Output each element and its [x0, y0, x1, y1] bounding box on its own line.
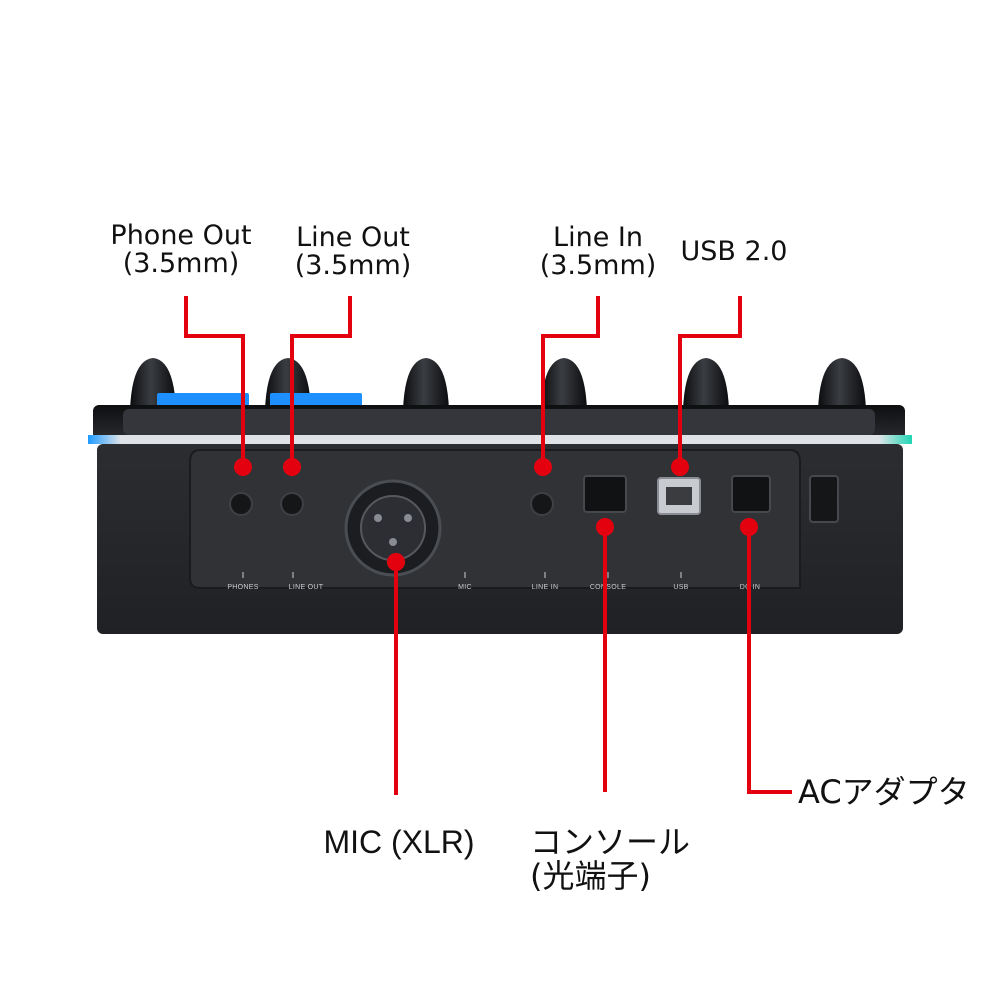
knob — [683, 358, 729, 410]
label-ac-line1: ACアダプタ — [798, 773, 970, 811]
panel-label-phones: PHONES — [227, 584, 258, 591]
callout-dot — [596, 518, 614, 536]
label-line-in-line1: Line In — [553, 222, 643, 253]
knob — [541, 358, 587, 410]
label-mic: MIC (XLR) — [294, 824, 504, 860]
label-line-in-line2: (3.5mm) — [539, 250, 657, 282]
callout-line-line-out — [290, 296, 352, 466]
xlr-pin — [404, 514, 412, 522]
dc-port — [731, 475, 771, 513]
knob — [818, 358, 866, 410]
label-console-line2: (光端子) — [530, 856, 651, 895]
panel-label-line-out: LINE OUT — [289, 584, 324, 591]
usb-port-inner — [666, 487, 692, 505]
label-ac-adapter: ACアダプタ — [798, 773, 988, 811]
panel-label-usb: USB — [673, 584, 688, 591]
label-line-out: Line Out (3.5mm) — [273, 222, 433, 282]
label-usb: USB 2.0 — [664, 236, 804, 267]
optical-port — [583, 475, 627, 513]
label-line-in: Line In (3.5mm) — [518, 222, 678, 282]
line-in-jack — [530, 492, 554, 516]
power-switch — [809, 475, 839, 523]
label-phone-out-line2: (3.5mm) — [122, 248, 240, 280]
xlr-inner — [360, 495, 426, 561]
label-console-line1: コンソール — [530, 823, 691, 861]
device-strip — [88, 435, 912, 444]
callout-line-line-in — [541, 296, 600, 466]
callout-dot — [534, 458, 552, 476]
xlr-pin — [389, 538, 397, 546]
label-line-out-line1: Line Out — [296, 222, 410, 253]
callout-dot — [671, 458, 689, 476]
phones-jack — [229, 492, 253, 516]
knob — [403, 358, 449, 410]
label-phone-out: Phone Out (3.5mm) — [96, 220, 266, 280]
panel-label-mic: MIC — [458, 584, 472, 591]
xlr-pin — [374, 514, 382, 522]
label-mic-line1: MIC (XLR) — [323, 824, 475, 860]
callout-line-phone-out — [184, 296, 245, 466]
label-line-out-line2: (3.5mm) — [294, 250, 412, 282]
panel-label-console: CONSOLE — [590, 584, 626, 591]
rear-panel — [189, 449, 801, 589]
device-top-lip — [123, 409, 875, 435]
panel-label-line-in: LINE IN — [532, 584, 559, 591]
label-phone-out-line1: Phone Out — [110, 220, 252, 251]
callout-dot — [234, 458, 252, 476]
callout-dot — [740, 518, 758, 536]
callout-dot — [283, 458, 301, 476]
label-console: コンソール (光端子) — [530, 823, 730, 895]
callout-dot — [387, 553, 405, 571]
line-out-jack — [280, 492, 304, 516]
label-usb-line1: USB 2.0 — [680, 236, 788, 267]
callout-line-usb — [678, 296, 742, 466]
callout-line-ac — [747, 526, 792, 794]
